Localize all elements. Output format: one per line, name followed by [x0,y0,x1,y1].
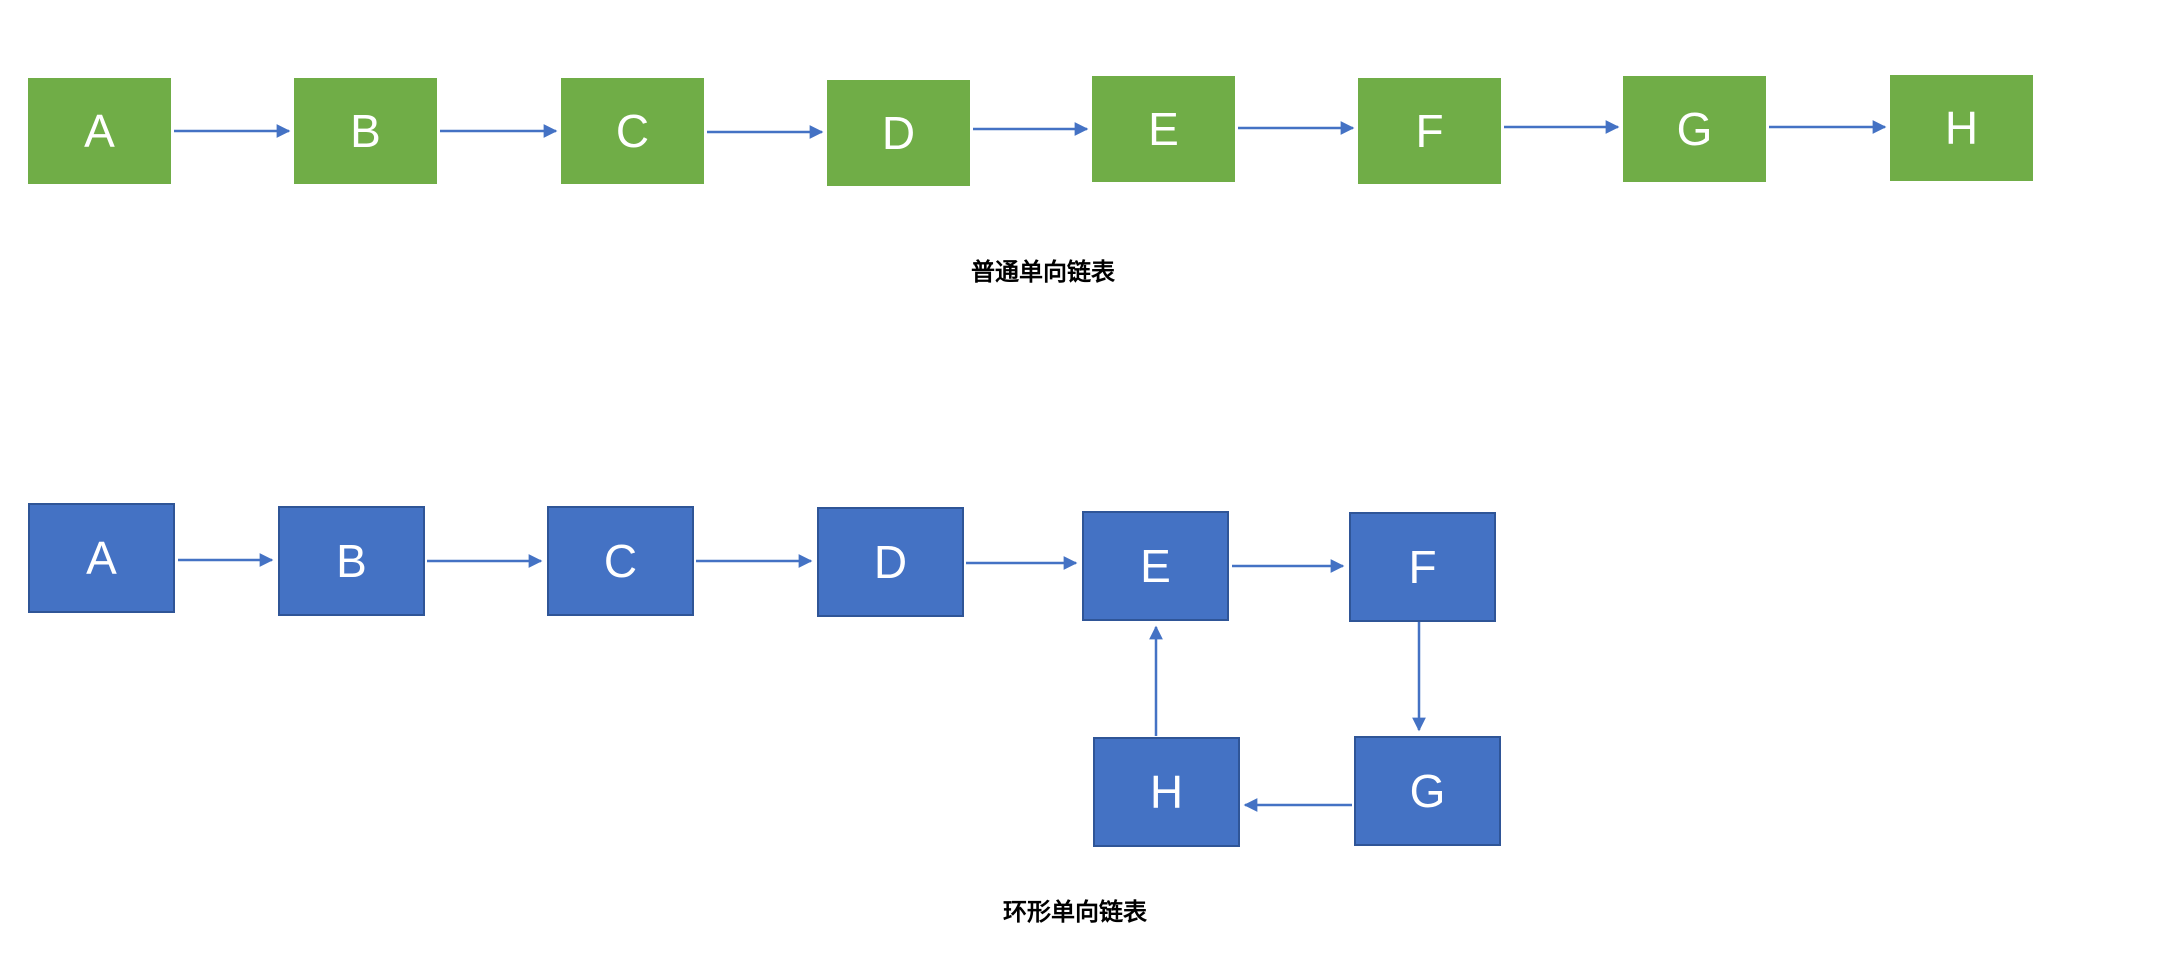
circular-list-caption: 环形单向链表 [1003,899,1147,926]
circular-node-a: A [28,503,175,613]
linear-node-a: A [28,78,171,184]
linear-node-c: C [561,78,704,184]
linear-node-d: D [827,80,970,186]
linear-node-b: B [294,78,437,184]
circular-node-f: F [1349,512,1496,622]
circular-node-b: B [278,506,425,616]
linear-node-g: G [1623,76,1766,182]
circular-node-e: E [1082,511,1229,621]
linear-node-f: F [1358,78,1501,184]
circular-node-d: D [817,507,964,617]
linear-node-e: E [1092,76,1235,182]
circular-node-g: G [1354,736,1501,846]
linear-node-h: H [1890,75,2033,181]
circular-node-h: H [1093,737,1240,847]
circular-node-c: C [547,506,694,616]
linear-list-caption: 普通单向链表 [971,259,1115,286]
